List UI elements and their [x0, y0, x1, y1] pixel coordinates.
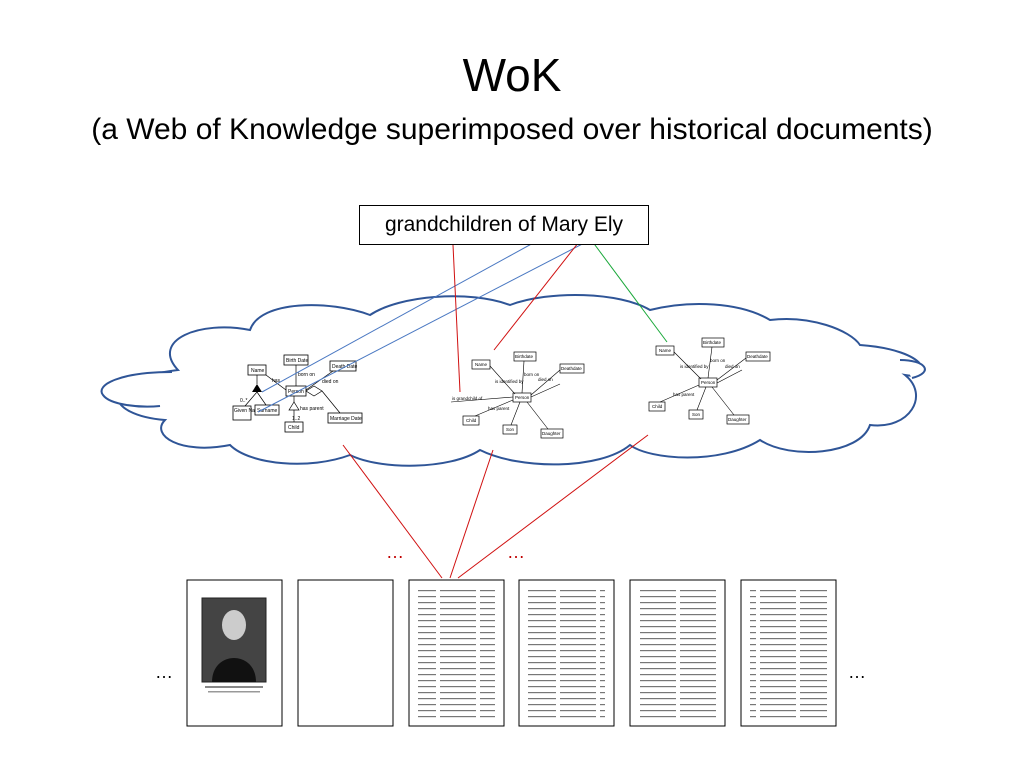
instance1-edge-died-on: died on [538, 377, 553, 382]
instance1-node-name: Name [475, 362, 488, 367]
ellipsis-red-right: … [507, 542, 525, 562]
instance2-edge-died-on: died on [725, 364, 740, 369]
document-page-blank [297, 579, 394, 727]
schema-node-name: Name [251, 368, 265, 374]
document-page-text-3 [629, 579, 726, 727]
instance1-edge-has-parent: has parent [488, 406, 510, 411]
instance2-edge-has-parent: has parent [673, 392, 695, 397]
slide-title: WoK [462, 49, 562, 101]
document-pages [186, 579, 837, 727]
instance1-node-birthdate: Birthdate [515, 354, 534, 359]
instance-diagram-2: Name Birthdate Deathdate Person Child So… [648, 337, 771, 425]
schema-edge-died-on: died on [322, 379, 339, 385]
schema-diagram: Name Birth Date Death Date Given Name Su… [232, 354, 363, 433]
schema-node-child: Child [288, 425, 300, 431]
instance2-edge-born-on: born on [710, 358, 726, 363]
instance2-node-person: Person [701, 380, 716, 385]
cloud-tail-right [899, 359, 926, 379]
schema-node-given-name: Given Name [234, 408, 262, 414]
document-page-portrait [186, 579, 283, 727]
schema-edge-card-parent: 1..2 [292, 416, 301, 422]
document-page-text-2 [518, 579, 615, 727]
ellipsis-red-left: … [386, 542, 404, 562]
ellipsis-left: … [155, 662, 173, 682]
schema-edge-card-many: 0..* [240, 398, 248, 404]
document-links [342, 434, 649, 579]
blue-link-1 [261, 235, 547, 393]
instance1-node-person: Person [515, 395, 530, 400]
red-link-1 [452, 244, 461, 393]
document-page-text-4 [740, 579, 837, 727]
instance1-node-child: Child [466, 418, 477, 423]
query-box: grandchildren of Mary Ely [359, 205, 649, 245]
schema-node-marriage-date: Marriage Date [330, 416, 362, 422]
instance-diagram-1: Name Birthdate Deathdate Person Child So… [450, 351, 585, 439]
schema-edge-has: has [272, 378, 281, 384]
instance1-node-deathdate: Deathdate [561, 366, 582, 371]
instance1-edge-identified-by: is identified by [495, 379, 524, 384]
instance2-edge-identified-by: is identified by [680, 364, 709, 369]
cloud-tail-left [100, 371, 173, 408]
instance1-node-son: Son [506, 427, 515, 432]
blue-link-2 [257, 239, 591, 413]
ellipsis-right: … [848, 662, 866, 682]
green-link [591, 240, 668, 343]
query-links [257, 235, 668, 413]
instance2-node-child: Child [652, 404, 663, 409]
slide-subtitle: (a Web of Knowledge superimposed over hi… [91, 113, 933, 146]
instance1-node-daughter: Daughter [542, 431, 561, 436]
schema-node-surname: Surname [257, 408, 278, 414]
schema-edge-born-on: born on [298, 372, 315, 378]
instance2-node-name: Name [659, 348, 672, 353]
instance2-node-son: Son [692, 412, 701, 417]
document-page-text-1 [408, 579, 505, 727]
instance2-node-deathdate: Deathdate [747, 354, 768, 359]
instance2-node-birthdate: Birthdate [703, 340, 722, 345]
instance1-edge-born-on: born on [524, 372, 540, 377]
schema-node-birth-date: Birth Date [286, 358, 308, 364]
red-link-2 [493, 237, 583, 351]
instance2-node-daughter: Daughter [728, 417, 747, 422]
instance1-edge-grandchild-of: is grandchild of [452, 396, 483, 401]
schema-edge-has-parent: has parent [300, 406, 324, 412]
